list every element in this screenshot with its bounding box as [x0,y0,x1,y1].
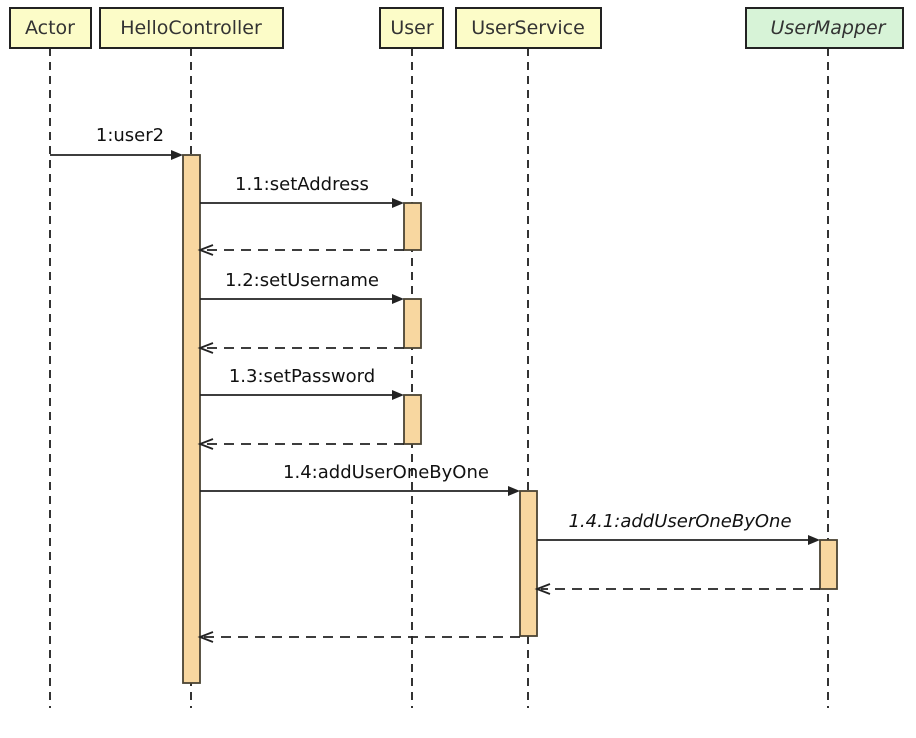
arrowhead-filled [392,198,404,208]
message-label: 1.4.1:addUserOneByOne [568,511,791,532]
message-label: 1.3:setPassword [229,366,375,387]
return-setaddress [197,244,404,256]
activation-hellocontroller [182,154,201,684]
activation-user-setusername [403,298,422,349]
participant-box [9,7,92,49]
arrowhead-filled [392,294,404,304]
message-adduseronebyone: 1.4:addUserOneByOne [200,462,520,496]
message-adduseronebyone-mapper: 1.4.1:addUserOneByOne [537,511,820,545]
arrowhead-filled [508,486,520,496]
participant-label: UserService [471,17,585,39]
message-label: 1:user2 [96,125,164,146]
arrowhead-filled [392,390,404,400]
return-setpassword [197,438,404,450]
participant-actor: Actor [9,7,92,49]
participant-user: User [379,7,444,49]
participant-hellocontroller: HelloController [99,7,284,49]
activation-usermapper [819,539,838,590]
participant-box [379,7,444,49]
participant-box [99,7,284,49]
message-user2: 1:user2 [50,125,183,160]
arrowhead-open [534,583,551,595]
participant-userservice: UserService [455,7,602,49]
arrowhead-open [197,631,214,643]
participant-label: HelloController [120,17,262,39]
message-setusername: 1.2:setUsername [200,270,404,304]
participant-label: Actor [25,17,75,39]
participant-label: User [390,17,433,39]
message-label: 1.2:setUsername [225,270,379,291]
arrowhead-filled [171,150,183,160]
activation-user-setaddress [403,202,422,251]
arrowhead-open [197,342,214,354]
message-setpassword: 1.3:setPassword [200,366,404,400]
participant-box [455,7,602,49]
participant-usermapper: UserMapper [745,7,904,49]
message-label: 1.4:addUserOneByOne [283,462,489,483]
return-adduseronebyone-mapper [534,583,820,595]
return-setusername [197,342,404,354]
activation-user-setpassword [403,394,422,445]
participant-box [745,7,904,49]
arrowhead-open [197,244,214,256]
message-setaddress: 1.1:setAddress [200,174,404,208]
message-label: 1.1:setAddress [235,174,369,195]
participant-label: UserMapper [771,17,887,39]
return-adduseronebyone [197,631,520,643]
arrowhead-open [197,438,214,450]
activation-userservice [519,490,538,637]
arrowhead-filled [808,535,820,545]
